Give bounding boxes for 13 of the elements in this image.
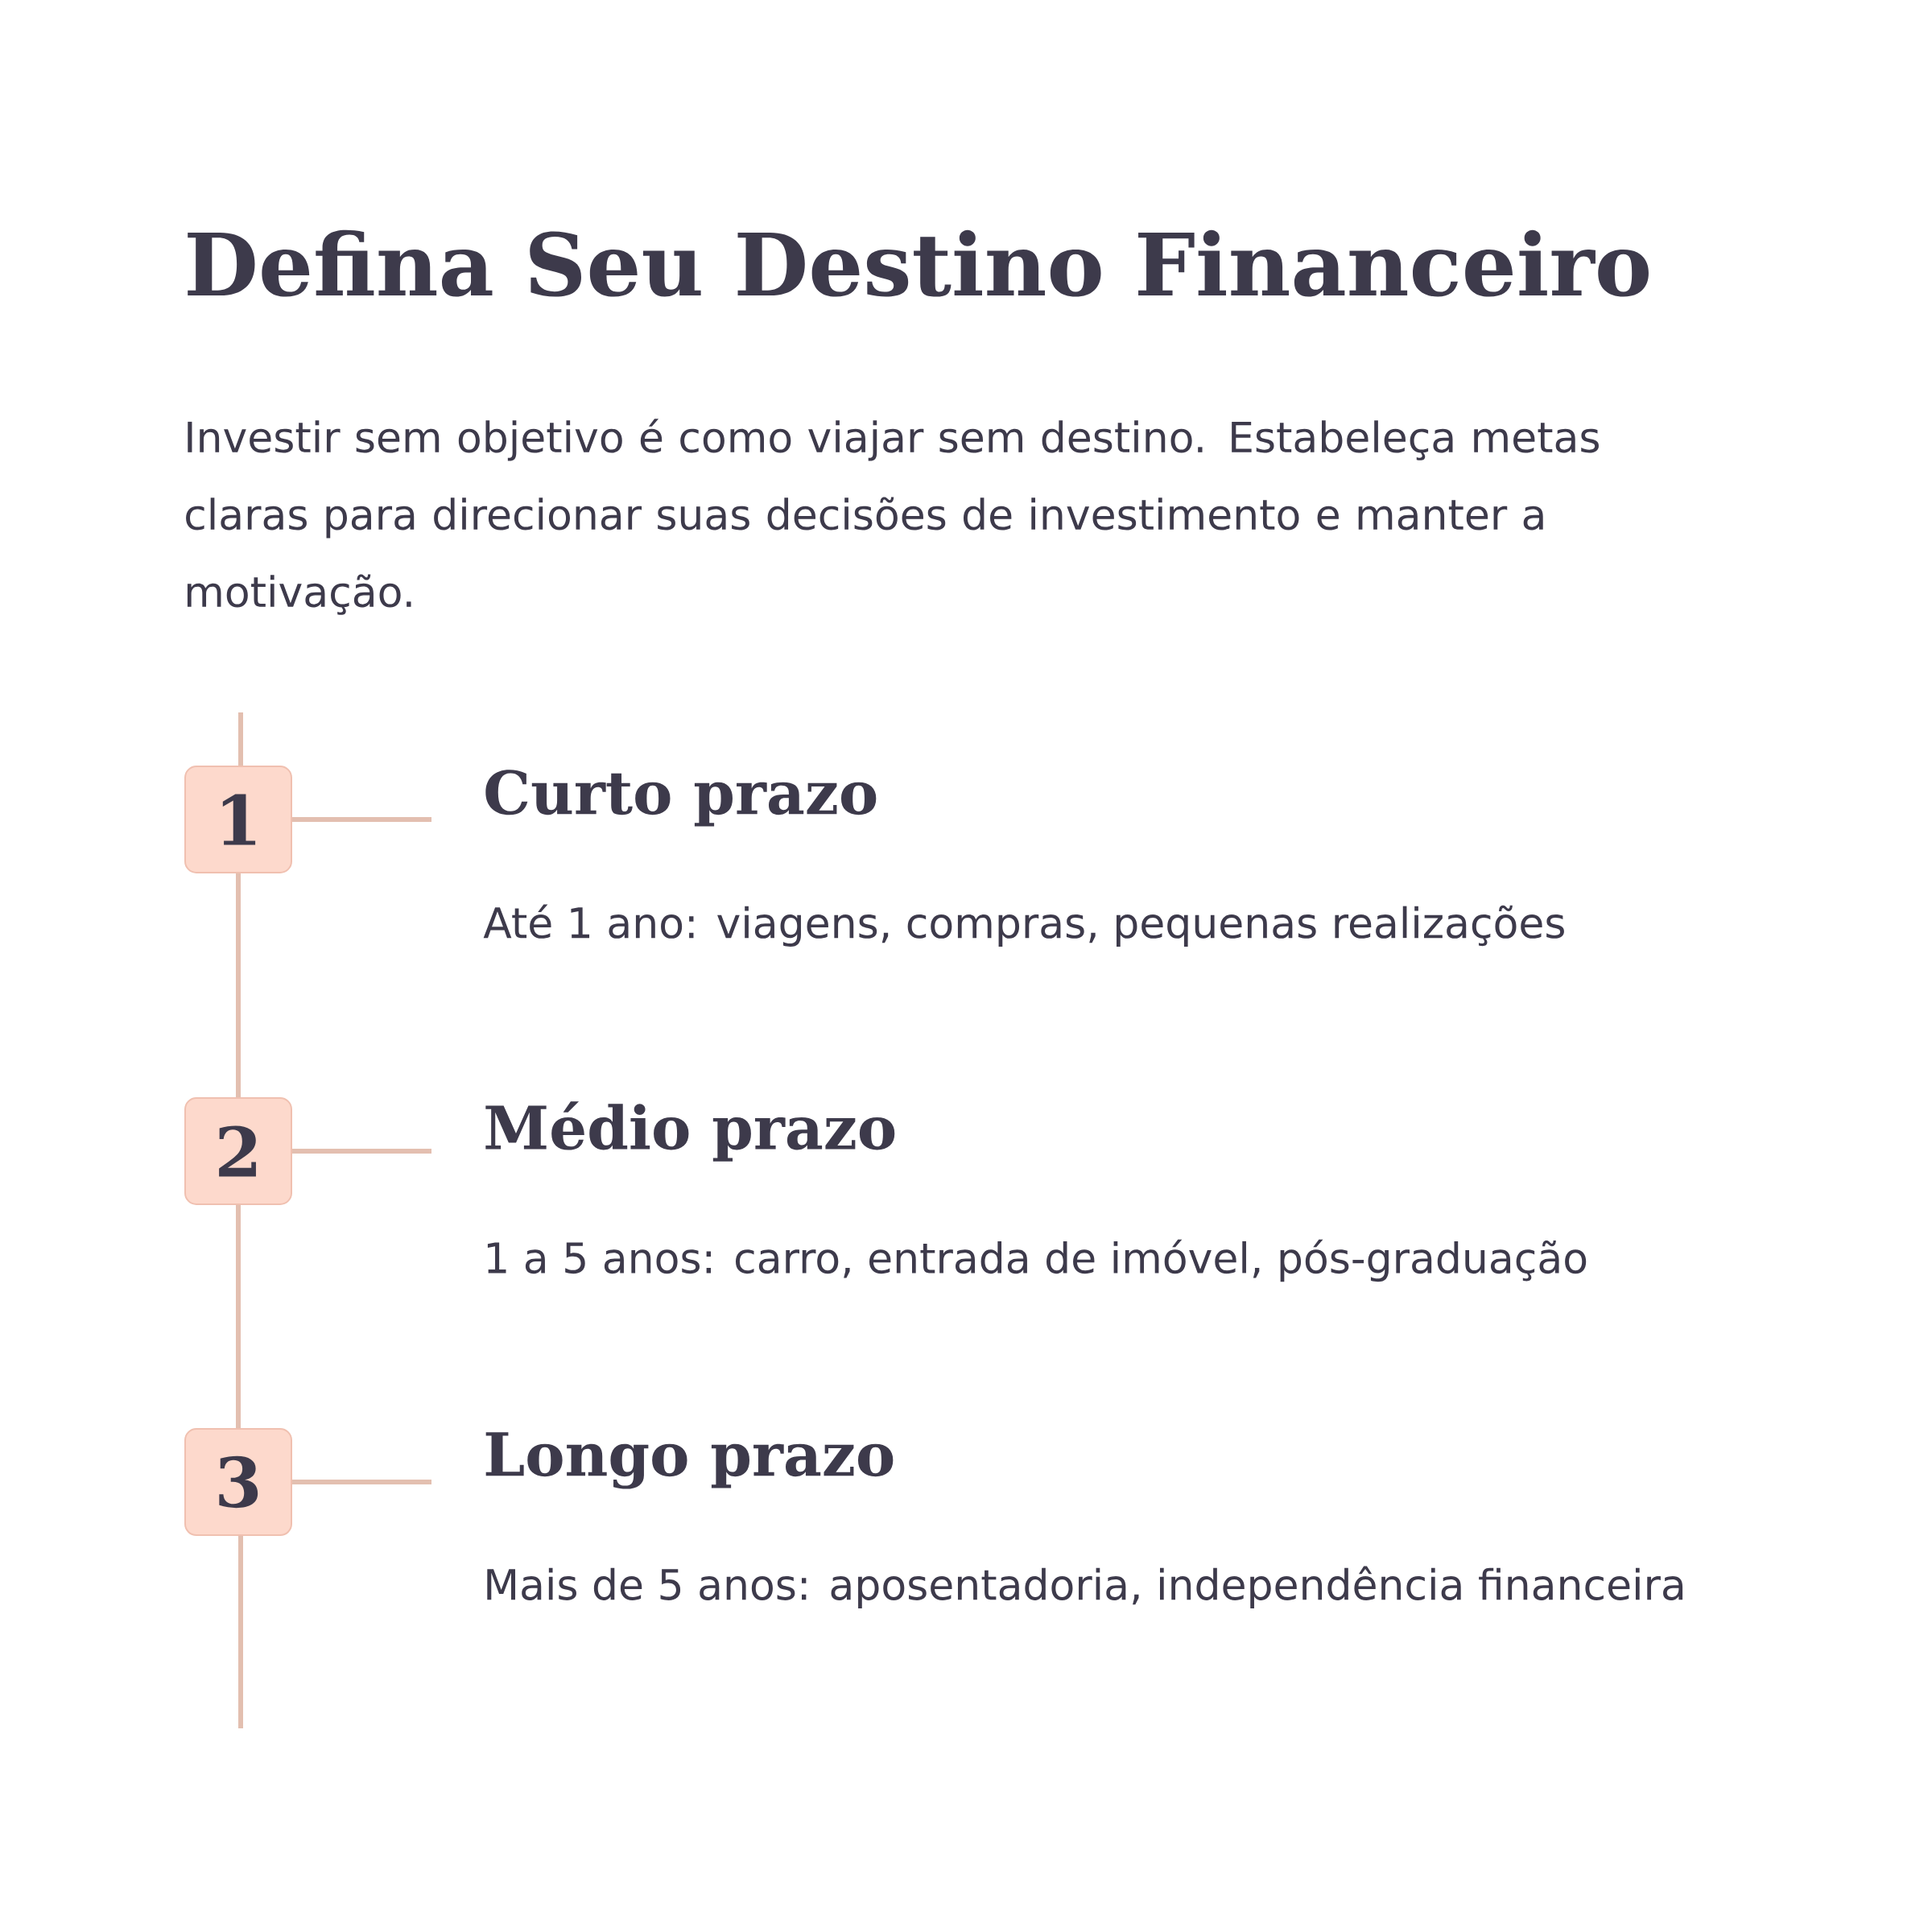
step-description: Mais de 5 anos: aposentadoria, independência financeira xyxy=(487,1566,1683,1608)
connector-line xyxy=(236,1205,241,1428)
step-heading: Médio prazo xyxy=(485,1101,895,1162)
step-description: Até 1 ano: viagens, compras, pequenas realizações xyxy=(483,904,1564,947)
connector-line xyxy=(236,873,241,1097)
step-heading: Longo prazo xyxy=(485,1432,894,1489)
number-box: 3 xyxy=(184,1428,292,1536)
step-heading: Curto prazo xyxy=(485,770,877,827)
number-box: 1 xyxy=(184,766,292,873)
step-description: 1 a 5 anos: carro, entrada de imóvel, pós-graduação xyxy=(487,1239,1587,1282)
number-box: 2 xyxy=(184,1097,292,1205)
intro-paragraph: Investir sem objetivo é como viajar sem destino. Estabeleça metas claras para direcionar suas decisões de investimento e manter a motivação. xyxy=(186,419,1599,615)
title: Defina Seu Destino Financeiro xyxy=(188,229,1649,297)
